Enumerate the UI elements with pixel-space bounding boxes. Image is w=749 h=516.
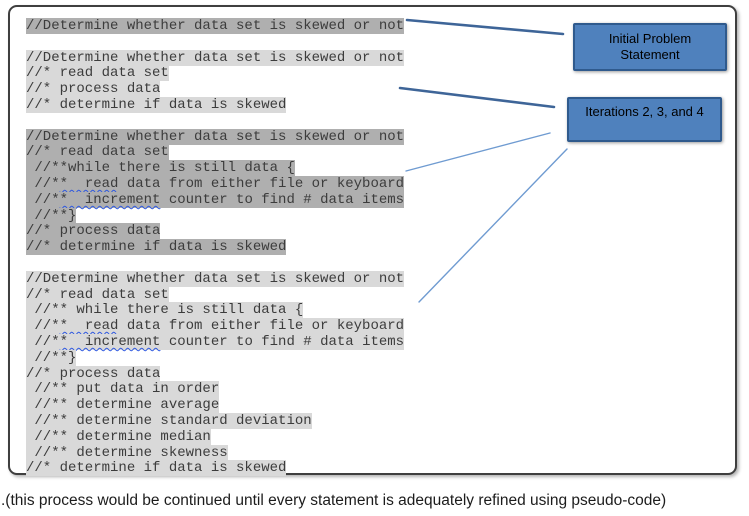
code-line: //** put data in order	[26, 381, 404, 398]
code-block-gap	[26, 114, 404, 130]
code-text-wavy-underline: * read	[59, 318, 119, 335]
code-line: //** determine median	[26, 428, 404, 446]
code-text-highlight: //*	[26, 333, 60, 350]
code-line: //** determine skewness	[26, 444, 404, 462]
code-block-gap	[26, 256, 404, 272]
code-text-highlight: //** while there is still data {	[26, 302, 304, 319]
code-text-highlight: counter to find # data items	[160, 191, 405, 208]
code-text-highlight: //Determine whether data set is skewed o…	[26, 49, 405, 66]
code-block-gap	[26, 35, 404, 51]
code-line: //** increment counter to find # data it…	[26, 333, 405, 351]
code-text-highlight: //Determine whether data set is skewed o…	[26, 128, 405, 145]
code-text-highlight: //Determine whether data set is skewed o…	[26, 270, 405, 287]
code-line: //Determine whether data set is skewed o…	[26, 18, 405, 35]
code-text-highlight: //*	[26, 175, 60, 192]
code-line: //Determine whether data set is skewed o…	[26, 49, 405, 67]
code-line: //** read data from either file or keybo…	[26, 318, 405, 335]
code-line: //* determine if data is skewed	[26, 239, 404, 256]
code-text-highlight: //** determine median	[26, 428, 211, 445]
code-line: //* determine if data is skewed	[26, 460, 404, 477]
code-text-highlight: //* determine if data is skewed	[26, 460, 287, 477]
code-text-highlight: //** put data in order	[26, 381, 220, 398]
code-line: //* process data	[26, 81, 404, 98]
code-line: //** while there is still data {	[26, 302, 404, 319]
callout-initial-problem-statement: Initial Problem Statement	[573, 23, 727, 71]
code-block-iteration-4: //Determine whether data set is skewed o…	[26, 270, 405, 477]
figure-frame: //Determine whether data set is skewed o…	[8, 5, 737, 477]
code-line: //**}	[26, 207, 404, 225]
code-text-highlight: //* process data	[26, 223, 161, 240]
code-text-highlight: //* process data	[26, 81, 161, 98]
code-text-highlight: //* read data set	[26, 65, 169, 82]
code-text-highlight: //**}	[26, 207, 77, 224]
code-line: //**while there is still data {	[26, 160, 404, 177]
code-line: //* process data	[26, 365, 404, 383]
code-line: //* read data set	[26, 65, 404, 82]
code-text-highlight: data from either file or keyboard	[118, 318, 405, 335]
code-line: //* read data set	[26, 144, 404, 161]
code-text-wavy-underline: * increment	[59, 333, 161, 350]
code-block-iteration-3: //Determine whether data set is skewed o…	[26, 128, 405, 256]
code-line: //Determine whether data set is skewed o…	[26, 128, 405, 146]
code-line: //** read data from either file or keybo…	[26, 175, 405, 193]
callout-iterations-2-3-4: Iterations 2, 3, and 4	[567, 97, 722, 142]
code-line: //**}	[26, 349, 404, 367]
code-text-highlight: //Determine whether data set is skewed o…	[26, 18, 405, 34]
code-text-highlight: //**}	[26, 349, 77, 366]
code-line: //** increment counter to find # data it…	[26, 191, 405, 209]
code-text-highlight: data from either file or keyboard	[118, 175, 405, 192]
code-text-wavy-underline: * read	[59, 175, 119, 192]
code-text-highlight: //** determine average	[26, 397, 220, 414]
callout-initial-problem-statement-label: Initial Problem Statement	[608, 31, 692, 62]
pseudocode-listing: //Determine whether data set is skewed o…	[26, 18, 405, 477]
code-line: //* read data set	[26, 286, 404, 304]
code-block-initial-problem-statement: //Determine whether data set is skewed o…	[26, 18, 405, 35]
code-text-highlight: //* process data	[26, 365, 161, 382]
code-text-highlight: //** determine standard deviation	[26, 412, 312, 429]
code-text-highlight: //*	[26, 191, 60, 208]
code-text-highlight: //**while there is still data {	[26, 160, 295, 177]
code-line: //* process data	[26, 223, 404, 240]
code-line: //* determine if data is skewed	[26, 96, 404, 114]
code-line: //** determine average	[26, 397, 404, 414]
code-line: //Determine whether data set is skewed o…	[26, 270, 405, 288]
callout-iterations-2-3-4-label: Iterations 2, 3, and 4	[585, 104, 704, 119]
code-block-iteration-2: //Determine whether data set is skewed o…	[26, 49, 405, 114]
code-text-highlight: //* read data set	[26, 144, 169, 161]
code-text-highlight: //* determine if data is skewed	[26, 96, 287, 113]
code-text-highlight: //* read data set	[26, 286, 169, 303]
code-text-highlight: //*	[26, 318, 60, 335]
code-text-highlight: //** determine skewness	[26, 444, 228, 461]
code-text-highlight: //* determine if data is skewed	[26, 239, 287, 256]
code-text-highlight: counter to find # data items	[160, 333, 405, 350]
code-line: //** determine standard deviation	[26, 412, 404, 430]
code-text-wavy-underline: * increment	[59, 191, 161, 208]
figure-caption: .(this process would be continued until …	[1, 492, 667, 509]
